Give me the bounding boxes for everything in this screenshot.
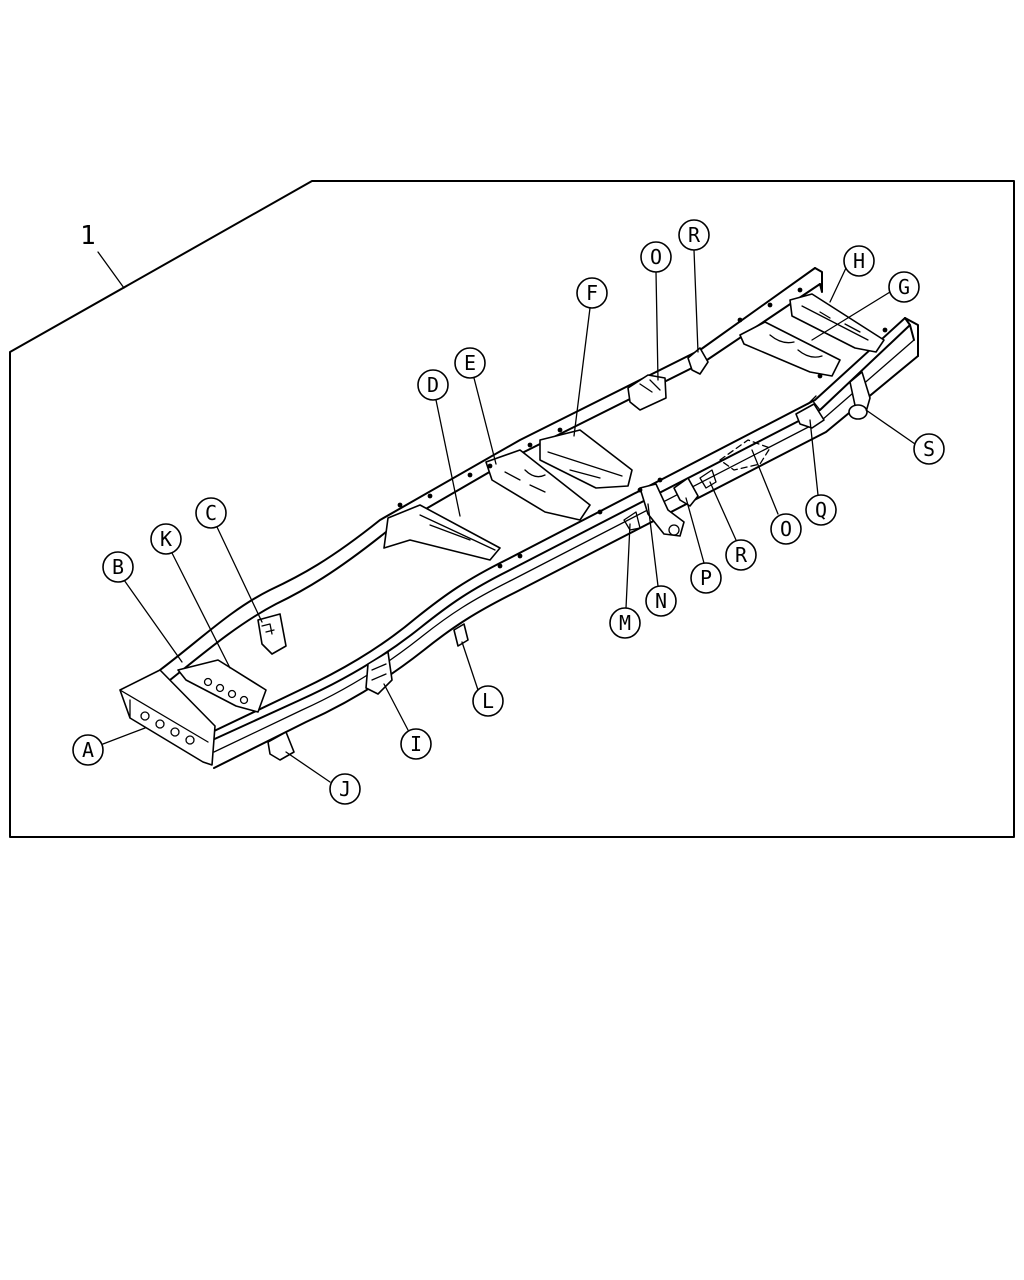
bracket-q [795, 403, 825, 429]
bracket-r-lower [699, 469, 717, 489]
callout-d: D [417, 369, 449, 401]
near-rail-web-line [213, 339, 915, 753]
callout-i: I [400, 728, 432, 760]
callout-r-lower: R [725, 539, 757, 571]
svg-text:G: G [898, 275, 910, 299]
near-rail-bottom [213, 355, 919, 769]
svg-text:P: P [700, 566, 712, 590]
bracket-c-detail [261, 623, 275, 635]
assembly-leader [97, 251, 125, 289]
callouts: A B C K D E [72, 219, 945, 805]
callout-a: A [72, 734, 104, 766]
hanger-mn [639, 483, 685, 537]
crossmember-d-detail [419, 514, 496, 551]
callout-o-upper: O [640, 241, 672, 273]
svg-text:F: F [586, 281, 598, 305]
callout-l: L [472, 685, 504, 717]
crossmember-e [485, 449, 591, 521]
front-hole-2 [155, 719, 165, 729]
hanger-mn-bushing [668, 524, 680, 536]
near-rail-top-edge [207, 324, 911, 743]
front-hole-4 [185, 735, 195, 745]
svg-text:L: L [482, 689, 494, 713]
svg-text:R: R [735, 543, 748, 567]
near-rail-rear-cap [904, 317, 915, 341]
cm-b-hole-1 [203, 677, 213, 687]
cm-b-hole-2 [215, 683, 225, 693]
crossmember-h [789, 293, 885, 353]
callout-q: Q [805, 494, 837, 526]
svg-text:D: D [427, 373, 439, 397]
svg-text:O: O [780, 517, 792, 541]
crossmember-g [739, 321, 841, 377]
near-rail-rear-end [904, 317, 919, 357]
bracket-i [365, 651, 393, 695]
svg-text:O: O [650, 245, 662, 269]
svg-text:B: B [112, 555, 124, 579]
callout-c: C [195, 497, 227, 529]
bracket-m [623, 511, 641, 531]
bracket-j [267, 731, 295, 761]
far-rail-inner [169, 283, 821, 681]
crossmember-h-detail [801, 305, 869, 341]
svg-text:C: C [205, 501, 217, 525]
crossmember-d [383, 504, 501, 561]
rivet-dots [397, 287, 888, 569]
svg-text:J: J [339, 777, 351, 801]
callout-j: J [329, 773, 361, 805]
callout-o-lower: O [770, 513, 802, 545]
callout-m: M [609, 607, 641, 639]
callout-k: K [150, 523, 182, 555]
bracket-q-detail [807, 395, 821, 411]
crossmember-f [539, 429, 633, 489]
svg-text:N: N [655, 589, 667, 613]
bracket-o-upper [627, 374, 667, 411]
crossmember-e-detail [504, 469, 546, 493]
svg-text:S: S [923, 437, 935, 461]
bracket-i-detail [371, 663, 387, 681]
callout-g: G [888, 271, 920, 303]
front-crossmember-top [119, 689, 209, 743]
callout-r-upper: R [678, 219, 710, 251]
far-rail-top [159, 267, 816, 671]
assembly-boundary [9, 180, 1015, 838]
cm-b-hole-4 [239, 695, 249, 705]
callout-h: H [843, 245, 875, 277]
callout-f: F [576, 277, 608, 309]
callout-p: P [690, 562, 722, 594]
assembly-number: 1 [80, 221, 96, 251]
bracket-o-upper-detail [639, 379, 661, 393]
callout-s: S [913, 433, 945, 465]
callout-n: N [645, 585, 677, 617]
crossmember-g-detail [769, 334, 823, 358]
svg-text:I: I [410, 732, 422, 756]
svg-text:K: K [160, 527, 172, 551]
svg-text:M: M [619, 611, 631, 635]
bracket-l [453, 623, 469, 647]
svg-text:H: H [853, 249, 865, 273]
front-hole-3 [170, 727, 180, 737]
cm-b-hole-3 [227, 689, 237, 699]
callout-e: E [454, 347, 486, 379]
svg-text:Q: Q [815, 498, 827, 522]
vehicle-frame [119, 267, 919, 769]
hanger-s-bushing [848, 404, 868, 420]
callout-b: B [102, 551, 134, 583]
bracket-o-lower [719, 439, 771, 471]
near-rail-top-inner [211, 317, 906, 733]
bracket-p [673, 477, 699, 507]
svg-text:R: R [688, 223, 701, 247]
far-rail-rear-end [814, 267, 823, 293]
crossmember-f-detail [547, 451, 623, 479]
svg-text:E: E [464, 351, 476, 375]
front-hole-1 [140, 711, 150, 721]
svg-text:A: A [82, 738, 94, 762]
